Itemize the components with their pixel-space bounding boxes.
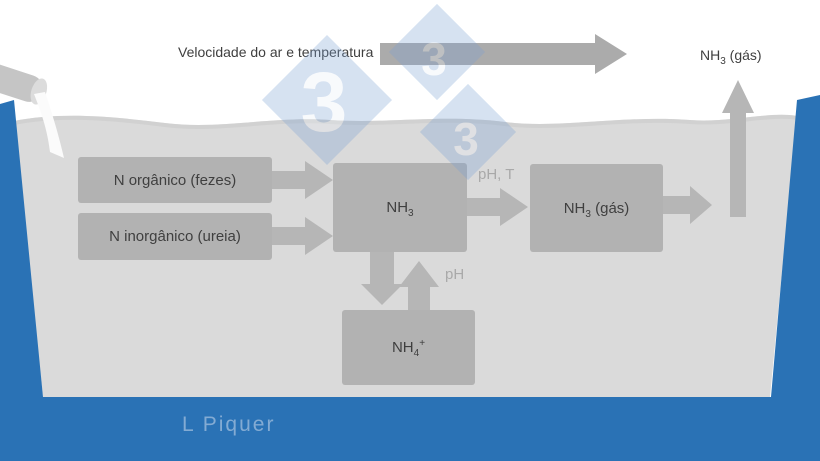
arrow-nh3-to-nh3gas [467, 188, 528, 226]
box-n-inorganic: N inorgânico (ureia) [78, 213, 272, 260]
box-nh4: NH4+ [342, 310, 475, 385]
condition-ph-label: pH [445, 266, 465, 283]
arrow-nh3-to-nh4 [361, 252, 403, 305]
arrow-inorganic-to-nh3 [272, 217, 333, 255]
nh4-formula: NH4+ [391, 338, 426, 359]
arrow-air-velocity [380, 34, 627, 74]
arrow-nh3gas-out [663, 186, 712, 224]
nh3-formula: NH3 [386, 199, 414, 219]
liquid-stream [34, 92, 64, 158]
box-nh3: NH3 [333, 163, 467, 252]
air-velocity-label: Velocidade do ar e temperatura [178, 44, 374, 60]
nh3-gas-formula: NH3 (gás) [563, 199, 630, 220]
box-n-organic-label: N orgânico (fezes) [113, 171, 237, 189]
arrow-emission-up [722, 80, 754, 217]
nh3-gas-emission-label: NH3 (gás) [700, 47, 762, 67]
arrow-organic-to-nh3 [272, 161, 333, 199]
liquid-surface-wave [14, 114, 797, 129]
box-n-inorganic-label: N inorgânico (ureia) [109, 228, 241, 245]
box-nh3-gas: NH3 (gás) [530, 164, 663, 252]
condition-ph-t-label: pH, T [478, 166, 515, 183]
author-credit: L Piquer [182, 413, 276, 436]
arrow-nh4-to-nh3 [399, 261, 439, 310]
box-n-organic: N orgânico (fezes) [78, 157, 272, 203]
tank-body [0, 95, 820, 461]
